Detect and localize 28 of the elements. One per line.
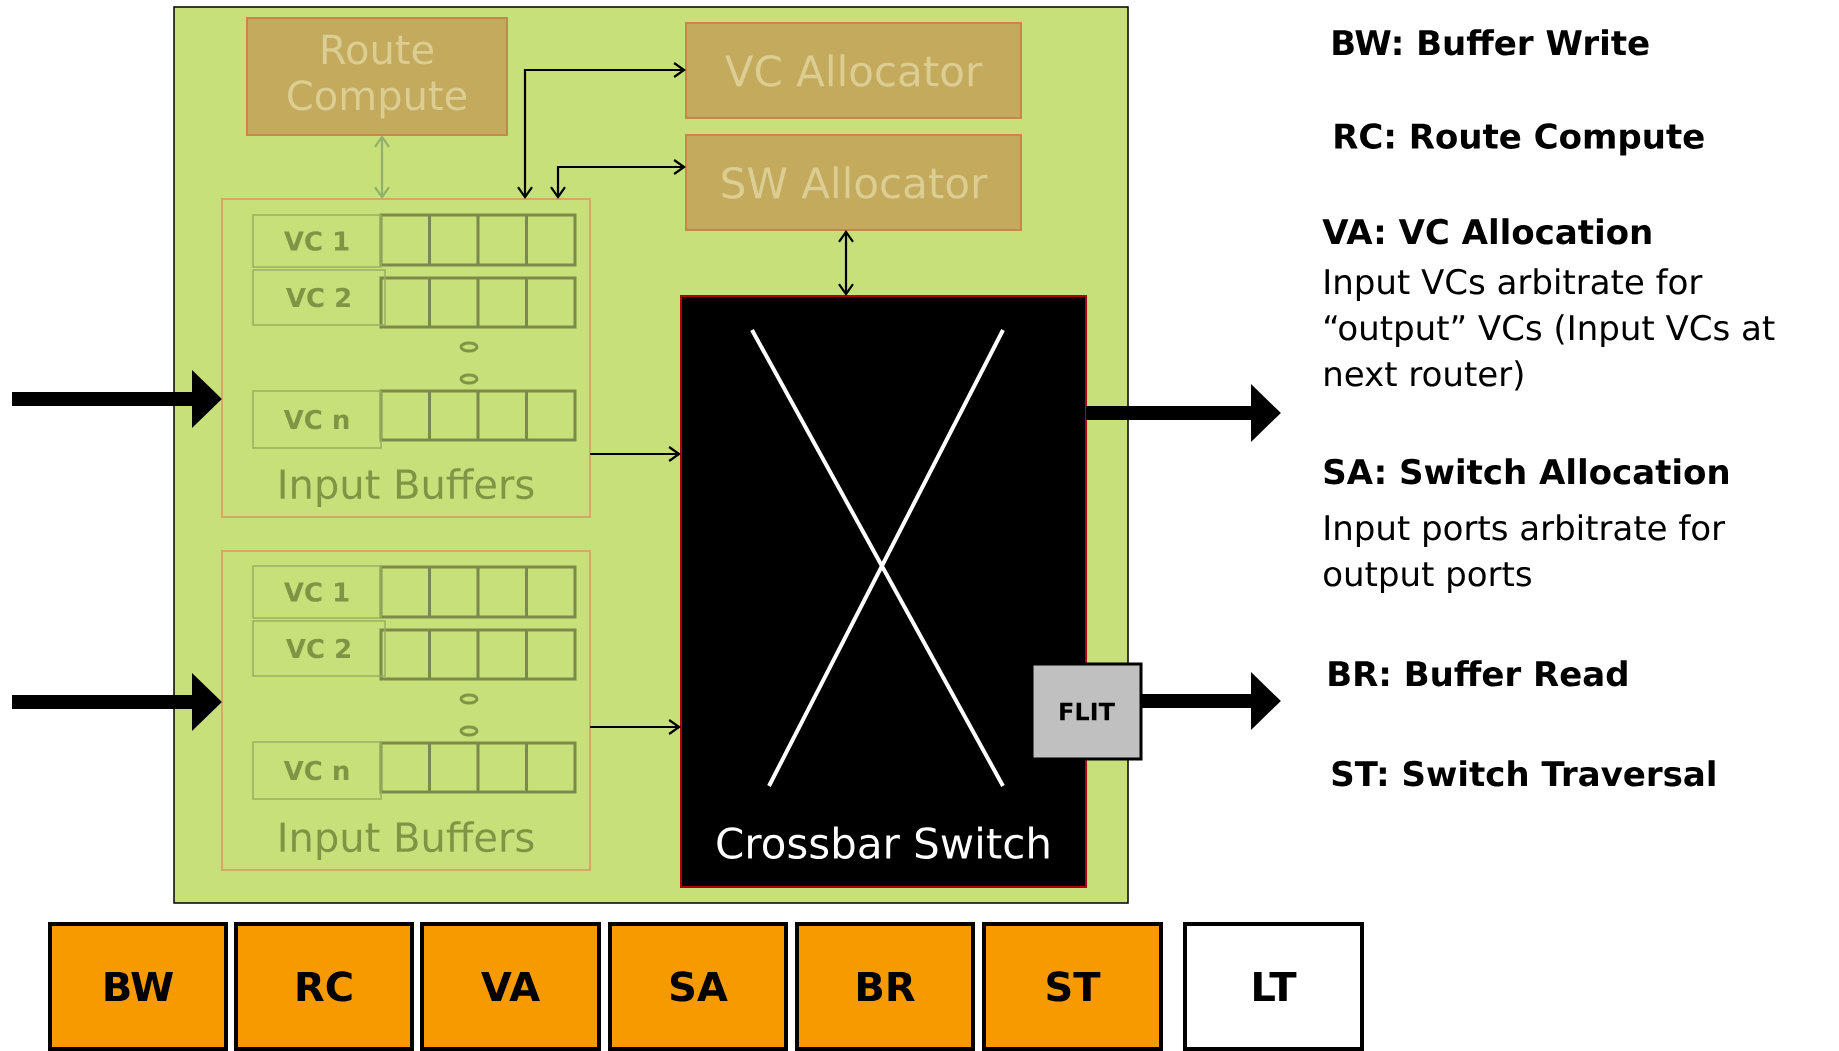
heading-text: VA: VC Allocation	[1322, 218, 1651, 245]
pipeline-stage-box: BW	[48, 922, 228, 1051]
heading-text: BR: Buffer Read	[1329, 660, 1627, 687]
arrow	[590, 446, 681, 462]
pipeline-stage-box: ST	[982, 922, 1163, 1051]
flit-box: FLIT	[1030, 662, 1143, 761]
vc-label-box: VC 1	[252, 214, 382, 268]
pipeline-stage-box: BR	[795, 922, 975, 1051]
description-text: Input VCs arbitrate for “output” VCs (Input VCs at next router)	[1325, 268, 1775, 391]
vc-label-box: VC 1	[252, 565, 382, 619]
vc-label-box: VC 2	[252, 269, 386, 326]
pipeline-stage-box: RC	[234, 922, 414, 1051]
pipeline-stage-box: SA	[608, 922, 788, 1051]
vc-label-box: VC n	[252, 741, 382, 800]
vc-label-box: VC 2	[252, 620, 386, 677]
arrow	[374, 135, 390, 199]
heading-text: SA: Switch Allocation	[1324, 458, 1728, 485]
heading-text: RC: Route Compute	[1335, 123, 1704, 156]
arrow	[517, 62, 686, 199]
arrow	[590, 719, 681, 735]
heading-text: BW: Buffer Write	[1333, 29, 1649, 56]
pipeline-stage-box: LT	[1183, 922, 1364, 1051]
arrow	[838, 230, 854, 296]
description-text: Input ports arbitrate for output ports	[1324, 514, 1726, 594]
pipeline-stage-box: VA	[420, 922, 601, 1051]
arrow	[550, 159, 686, 199]
heading-text: ST: Switch Traversal	[1332, 760, 1715, 787]
vc-label-box: VC n	[252, 390, 382, 449]
